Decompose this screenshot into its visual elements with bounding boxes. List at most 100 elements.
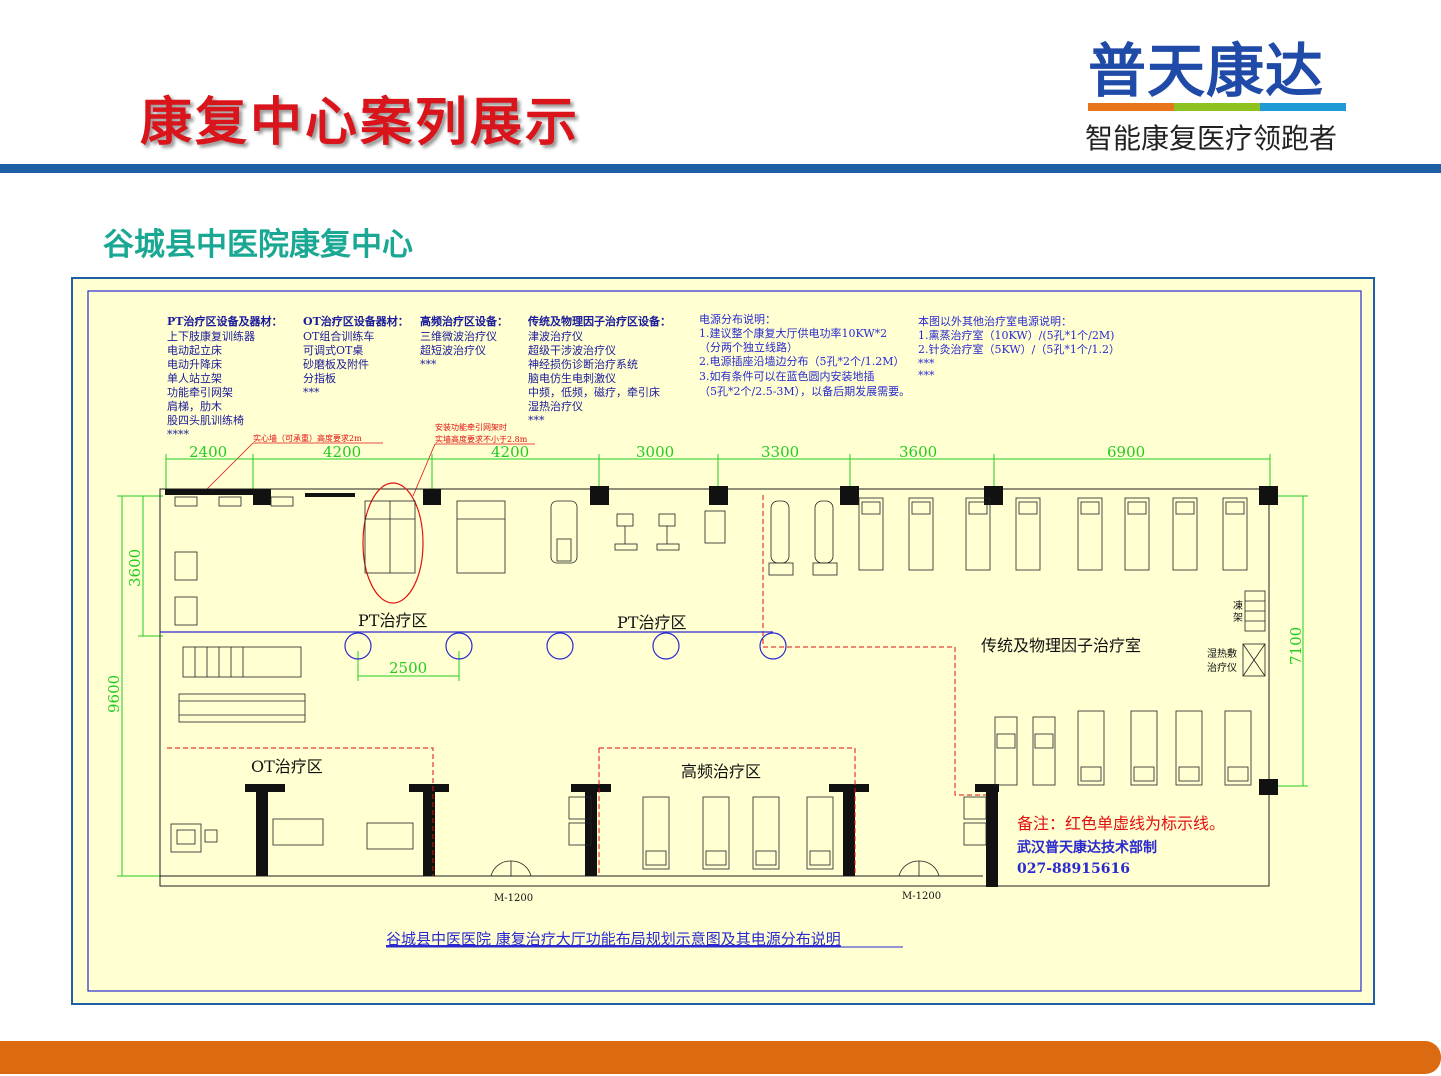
ot-equipment-item: 可调式OT桌 xyxy=(303,344,363,357)
bed-pillow xyxy=(1080,766,1102,782)
bed-pillow xyxy=(1227,766,1249,782)
bed-pillow xyxy=(1080,501,1100,515)
footer-bar xyxy=(0,1041,1441,1074)
bed-pillow xyxy=(1018,501,1038,515)
dim-label: 4200 xyxy=(323,443,361,461)
pillar xyxy=(253,489,271,505)
equipment-box xyxy=(174,496,198,507)
bed-pillow xyxy=(1175,501,1195,515)
equipment-box xyxy=(218,496,242,507)
door-leaf xyxy=(898,860,920,877)
standing-frame-base xyxy=(556,538,572,562)
treatment-bed xyxy=(858,497,884,571)
traditional-equipment-item: 津波治疗仪 xyxy=(528,329,583,343)
door-label: M-1200 xyxy=(902,891,941,902)
door-leaf xyxy=(490,860,512,877)
dimension-lines xyxy=(117,454,1308,877)
floor-socket-circle xyxy=(652,632,680,660)
pillar xyxy=(709,486,728,505)
tilt-table-control xyxy=(768,562,794,576)
power-notes-line: （5孔*2个/2.5-3M），以备后期发展需要。 xyxy=(699,384,910,398)
door-leaf xyxy=(510,860,532,877)
quad-chair xyxy=(704,510,726,544)
t-partition xyxy=(986,784,998,887)
hf-equipment-heading: 高频治疗区设备： xyxy=(420,314,508,328)
standing-frame xyxy=(550,500,578,564)
parallel-bars xyxy=(178,693,306,723)
humid-label: 湿热敷 xyxy=(1207,647,1237,660)
ot-table xyxy=(272,818,324,846)
ot-training-cart xyxy=(170,823,202,853)
inner-frame xyxy=(87,290,1362,992)
zone-label-ot: OT治疗区 xyxy=(251,757,323,776)
treatment-bed xyxy=(965,497,991,571)
pillar xyxy=(423,489,441,505)
stair-steps xyxy=(194,647,244,677)
door-label: M-1200 xyxy=(494,893,533,904)
treatment-beds-bottom xyxy=(994,710,1252,786)
traditional-equipment-item: *** xyxy=(528,414,545,427)
chair xyxy=(174,551,198,581)
zone-boundaries xyxy=(167,495,986,876)
equipment-symbols xyxy=(170,496,1266,870)
wall-segment xyxy=(305,493,355,497)
logo-bar-orange xyxy=(1088,103,1174,111)
pt-equipment-item: **** xyxy=(167,428,190,441)
hf-bed xyxy=(752,796,780,870)
dim-label: 3300 xyxy=(761,443,799,461)
floor-socket-circle xyxy=(445,632,473,660)
treatment-bed xyxy=(994,716,1018,786)
bed-pillow xyxy=(705,850,727,866)
pillar xyxy=(1259,779,1278,795)
bed-pillow xyxy=(809,850,831,866)
equipment-lists: PT治疗区设备及器材： 上下肢康复训练器 电动起立床 电动升降床 单人站立架 功… xyxy=(167,314,671,441)
bed-pillow xyxy=(755,850,777,866)
hf-bed xyxy=(642,796,670,870)
solid-wall-note: 实心墙（可承重）高度要求2m xyxy=(253,433,362,443)
sink xyxy=(963,796,987,820)
treatment-bed xyxy=(1032,716,1056,786)
sink xyxy=(568,822,592,846)
zone-label-traditional: 传统及物理因子治疗室 xyxy=(981,636,1141,655)
pillar xyxy=(984,486,1003,505)
pillar xyxy=(840,486,859,505)
other-rooms-heading: 本图以外其他治疗室电源说明： xyxy=(918,314,1072,328)
humid-heat-device xyxy=(1242,643,1266,677)
dim-label: 2400 xyxy=(189,443,227,461)
t-partition xyxy=(843,784,855,876)
pt-equipment-item: 单人站立架 xyxy=(167,371,222,385)
humid-label: 治疗仪 xyxy=(1207,661,1237,674)
sink xyxy=(963,822,987,846)
hf-beds xyxy=(642,796,834,870)
ot-zone-line xyxy=(167,747,434,876)
treatment-beds-top xyxy=(858,497,1248,571)
t-partition xyxy=(423,784,435,876)
floor-plan-frame: PT治疗区设备及器材： 上下肢康复训练器 电动起立床 电动升降床 单人站立架 功… xyxy=(71,277,1375,1005)
traditional-equipment-item: 中频，低频，磁疗，牵引床 xyxy=(528,385,660,399)
traditional-equipment-item: 超级干涉波治疗仪 xyxy=(528,343,616,357)
tilt-table-control xyxy=(812,562,838,576)
wall-pillars xyxy=(165,486,1278,887)
limb-trainer-foot xyxy=(656,543,680,551)
pt-equipment-heading: PT治疗区设备及器材： xyxy=(167,314,282,328)
humid-heat-device-cross xyxy=(1242,643,1266,677)
hf-bed xyxy=(806,796,834,870)
doors xyxy=(490,860,940,877)
other-rooms-line: 1.熏蒸治疗室（10KW）/(5孔*1个/2M) xyxy=(918,328,1114,342)
ot-equipment-item: 砂磨板及附件 xyxy=(303,357,369,371)
zone-label-pt-right: PT治疗区 xyxy=(617,613,686,632)
page-title: 康复中心案列展示 xyxy=(140,93,581,153)
hf-equipment-item: 三维微波治疗仪 xyxy=(420,329,497,343)
pt-equipment-item: 功能牵引网架 xyxy=(167,385,233,399)
hf-bed xyxy=(702,796,730,870)
equipment-box xyxy=(270,496,294,507)
power-notes: 电源分布说明： 1.建议整个康复大厅供电功率10KW*2 （分两个独立线路） 2… xyxy=(699,312,1120,398)
hf-equipment-item: 超短波治疗仪 xyxy=(420,343,486,357)
limb-trainer xyxy=(616,513,634,527)
zone-labels: PT治疗区 PT治疗区 传统及物理因子治疗室 OT治疗区 高频治疗区 xyxy=(251,611,1141,781)
bed-pillow xyxy=(1178,766,1200,782)
traditional-equipment-heading: 传统及物理因子治疗区设备： xyxy=(527,314,671,328)
other-rooms-line: 2.针灸治疗室（5KW）/（5孔*1个/1.2） xyxy=(918,342,1120,356)
bed-pillow xyxy=(1133,766,1155,782)
company-credit: 武汉普天康达技术部制 xyxy=(1017,839,1157,856)
